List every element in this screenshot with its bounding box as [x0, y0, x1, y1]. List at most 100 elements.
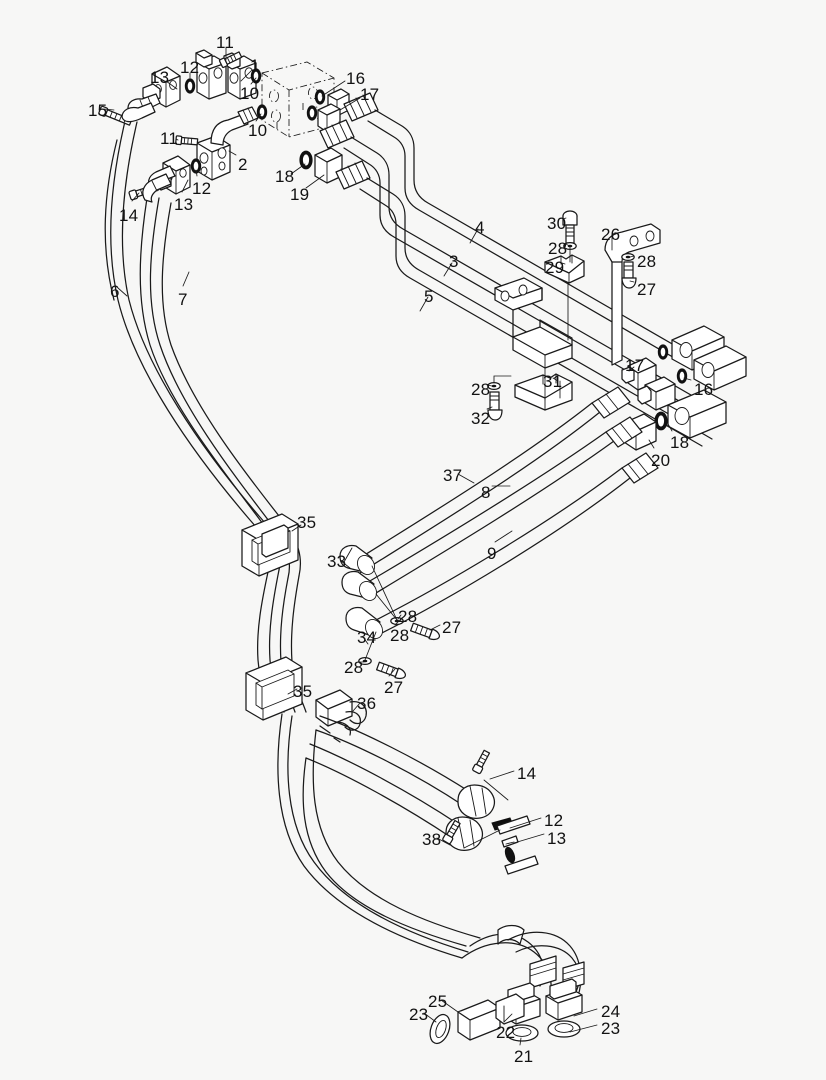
callout-number-36: 36	[357, 694, 377, 713]
fitting-stack-12-13	[491, 815, 539, 875]
oring-16-right	[676, 368, 688, 384]
callout-number-19: 19	[290, 185, 310, 204]
callout-number-35: 35	[297, 513, 317, 532]
callout-number-4: 4	[475, 218, 485, 237]
hose-9	[367, 452, 659, 637]
hose-end-33	[339, 544, 375, 575]
leader-lines	[103, 47, 692, 1046]
callout-number-14: 14	[119, 206, 139, 225]
bolt-32	[487, 391, 503, 421]
callout-number-24: 24	[601, 1002, 621, 1021]
hose-retainer-36	[315, 689, 367, 736]
hose-guide-35-upper	[241, 513, 299, 577]
callout-number-21: 21	[514, 1047, 534, 1066]
callout-number-28: 28	[398, 607, 418, 626]
callout-number-30: 30	[547, 214, 567, 233]
oring-16b-top	[306, 105, 318, 121]
hose-end-34	[345, 606, 383, 639]
bolt-30	[562, 210, 578, 244]
callout-number-38: 38	[422, 830, 442, 849]
hose-lower-a	[315, 715, 495, 819]
callout-number-23: 23	[409, 1005, 429, 1024]
callout-number-18: 18	[275, 167, 295, 186]
callout-number-34: 34	[357, 628, 377, 647]
tube-end-group-right	[667, 325, 747, 439]
tube-4	[343, 92, 701, 368]
callout-number-28: 28	[390, 626, 410, 645]
callout-number-29: 29	[545, 258, 565, 277]
callout-number-20: 20	[651, 451, 671, 470]
bolt-27-mid2	[376, 661, 407, 680]
callout-number-18: 18	[670, 433, 690, 452]
callout-number-16: 16	[346, 69, 366, 88]
callout-number-11: 11	[216, 33, 235, 52]
callout-number-12: 12	[192, 179, 212, 198]
callout-number-28: 28	[344, 658, 364, 677]
hose-lower-b	[305, 743, 483, 851]
valve-block-phantom	[261, 61, 335, 138]
callout-number-11: 11	[160, 129, 179, 148]
flange-assembly-2	[196, 106, 259, 181]
callout-number-5: 5	[424, 287, 434, 306]
hose-37	[351, 386, 631, 574]
elbow-13-top	[142, 66, 181, 108]
callout-number-8: 8	[481, 483, 491, 502]
callout-number-15: 15	[88, 101, 108, 120]
callout-number-1: 1	[250, 56, 260, 75]
bottom-elbow-assembly	[461, 924, 585, 1001]
hose-8	[357, 416, 643, 600]
callout-number-22: 22	[496, 1023, 516, 1042]
callout-number-12: 12	[544, 811, 564, 830]
bracket-26	[604, 223, 661, 366]
callout-number-23: 23	[601, 1019, 621, 1038]
tube-5	[335, 160, 713, 447]
hose-end-mid-left	[142, 165, 176, 203]
bolt-14-lower	[472, 749, 491, 775]
callout-number-27: 27	[637, 280, 657, 299]
callout-number-31: 31	[543, 372, 563, 391]
callout-number-32: 32	[471, 409, 491, 428]
oring-17-right	[657, 344, 669, 360]
callout-number-10: 10	[240, 84, 260, 103]
callout-number-6: 6	[110, 282, 120, 301]
callout-number-13: 13	[174, 195, 194, 214]
connector-17-right	[621, 357, 657, 391]
bracket-frame	[494, 277, 573, 369]
callout-number-37: 37	[443, 466, 463, 485]
callout-number-28: 28	[471, 380, 491, 399]
oring-16-top	[314, 89, 326, 105]
callout-number-35: 35	[293, 682, 313, 701]
bolt-38	[442, 819, 461, 845]
bolt-27-mid1	[410, 622, 441, 641]
hose-end-33b	[341, 570, 377, 601]
oring-12-top	[184, 78, 196, 94]
hose-bottom-run	[277, 713, 481, 959]
callout-number-7: 7	[178, 290, 188, 309]
hose-end-upper-left	[121, 93, 161, 123]
washer-21	[505, 1024, 539, 1042]
callout-number-17: 17	[360, 85, 380, 104]
callout-number-13: 13	[547, 829, 567, 848]
connector-19-top	[314, 147, 343, 184]
callout-number-28: 28	[637, 252, 657, 271]
seal-23-right	[547, 1020, 581, 1038]
callout-number-9: 9	[487, 544, 497, 563]
clamp-29	[544, 254, 585, 284]
callout-number-12: 12	[180, 58, 200, 77]
adapter-25	[457, 993, 525, 1041]
callout-number-33: 33	[327, 552, 347, 571]
callout-number-10: 10	[248, 121, 268, 140]
callout-number-17: 17	[625, 356, 645, 375]
callout-number-13: 13	[150, 68, 170, 87]
callout-number-2: 2	[238, 155, 248, 174]
callout-number-14: 14	[517, 764, 537, 783]
callout-number-27: 27	[442, 618, 462, 637]
callout-number-16: 16	[694, 380, 714, 399]
callout-number-26: 26	[601, 225, 621, 244]
hose-guide-35-lower	[245, 656, 303, 721]
callout-number-25: 25	[428, 992, 448, 1011]
bolt-27-bracket	[621, 261, 637, 289]
callout-number-28: 28	[548, 239, 568, 258]
